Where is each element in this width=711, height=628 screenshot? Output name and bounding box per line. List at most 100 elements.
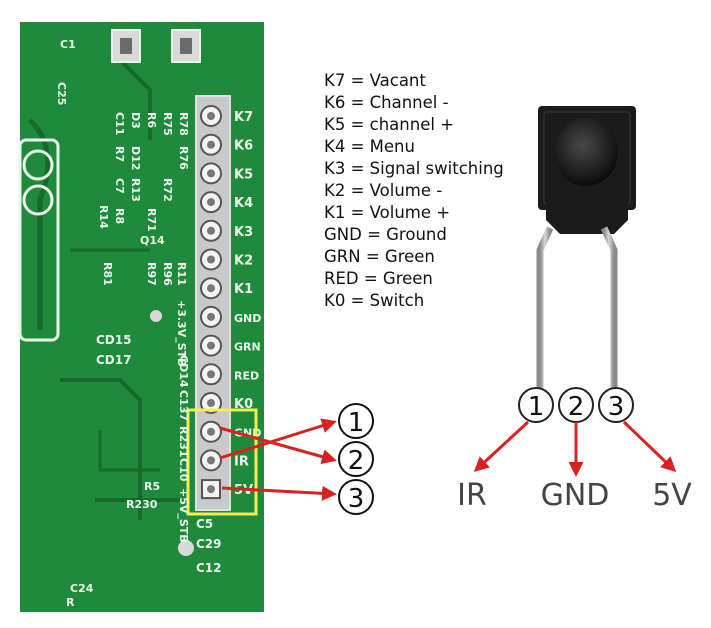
silkscreen-label: +3.3V_STB [175,300,188,367]
header-pin-hole [207,341,215,350]
silkscreen-label: C24 [70,582,94,595]
silkscreen-label: C12 [196,561,222,575]
ir-receiver-lens [554,118,618,186]
arrow-pin-to-callout-1 [219,418,337,460]
silkscreen-label: R8 [113,208,126,224]
header-pin-hole [207,427,215,436]
header-pin-label: K0 [234,397,253,412]
sensor-pin-circle-3 [598,387,634,423]
pcb-board: K7K6K5K4K3K2K1GNDGRNREDK0GNDIR5V C1C25D3… [18,22,264,612]
trace [118,58,152,140]
header-strip [195,95,231,511]
silkscreen-label: R230 [126,498,158,511]
silkscreen-label: R72 [161,178,174,202]
header-pin-label: K5 [234,167,253,182]
silkscreen-label: C7 [113,178,126,194]
arrow-pin-to-callout-2 [219,426,337,464]
legend-line: K1 = Volume + [324,203,451,222]
arrow-5v [622,420,677,473]
header-pin-hole [207,485,215,494]
silkscreen-label: D12 [129,146,142,170]
sensor-pin-number-1: 1 [528,392,545,422]
connector-hole [120,38,132,54]
silkscreen-label: R13 [129,178,142,202]
trace [98,430,160,472]
header-pin-hole [207,399,215,407]
silkscreen-label: R71 [145,208,158,232]
legend-line: K0 = Switch [324,291,425,310]
arrow-pin-to-callout-3 [221,485,337,501]
header-pin-label: GND [234,312,261,325]
silkscreen-label: C137 [177,390,190,421]
pin-label-5v: 5V [652,478,692,513]
legend-line: K6 = Channel - [324,93,449,112]
silkscreen-label: C11 [113,112,126,135]
legend-line: GND = Ground [324,225,447,244]
pin-label-ir: IR [457,478,487,513]
header-pin-hole [207,456,215,465]
silkscreen-label: C10 [177,458,190,482]
header-pin-hole [207,226,215,235]
silkscreen-label: R5 [144,480,160,493]
display-segment [22,149,54,181]
silkscreen-label: R11 [175,262,188,286]
trace [28,118,51,330]
callout-number-1: 1 [348,408,365,438]
header-pin-hole [207,284,215,293]
silkscreen-label: R81 [101,262,114,286]
header-pin-label: K7 [234,110,253,125]
header-pins: K7K6K5K4K3K2K1GNDGRNREDK0GNDIR5V [200,105,261,500]
display-segment [22,184,54,216]
header-pin-hole [207,370,215,379]
silkscreen-label: R231 [177,426,190,457]
silkscreen-label: R [66,596,75,609]
header-pin-label: K6 [234,139,253,154]
sensor-pin-number-2: 2 [568,392,585,422]
sensor-arrows [473,420,677,477]
silkscreen-label: CD15 [96,333,131,347]
sensor-pin-number-3: 3 [608,392,625,422]
ir-leg-1 [536,226,554,390]
header-pin-hole [207,255,215,264]
callout-circle-2 [338,441,374,477]
header-pin-label: IR [234,454,249,469]
callout-number-2: 2 [348,446,365,476]
silkscreen-label: R6 [145,112,158,128]
header-pin-label: RED [234,369,259,382]
legend-line: K3 = Signal switching [324,159,504,178]
highlight-box [186,408,258,516]
legend-line: GRN = Green [324,247,435,266]
header-pin-hole [207,312,215,321]
legend-line: RED = Green [324,269,433,288]
pin-legend: K7 = Vacant K6 = Channel - K5 = channel … [324,70,504,312]
callout-arrows [219,418,337,501]
header-pin-label: GRN [234,341,261,354]
header-pin-hole [207,140,215,149]
silkscreen-label: R96 [161,262,174,286]
silkscreen-label: C29 [196,537,222,551]
sensor-pin-circle-1 [518,387,554,423]
via [178,540,194,556]
legend-line: K7 = Vacant [324,71,426,90]
silkscreen-label: C5 [196,517,213,531]
ir-receiver-base [546,200,628,234]
pin-label-gnd: GND [541,478,610,513]
legend-line: K4 = Menu [324,137,415,156]
sensor-pins: 1 2 3 [518,387,634,423]
silkscreen-label: R75 [161,112,174,136]
header-pin-hole [207,169,215,178]
header-pin-label: K3 [234,225,253,240]
ir-receiver [536,106,636,390]
silkscreen-label: +5V_STB [177,488,190,543]
callouts: 1 2 3 [338,403,374,515]
silkscreen-label: D3 [129,112,142,129]
header-pin-hole [207,198,215,207]
silkscreen-label: CD17 [96,353,131,367]
header-pin-label: K1 [234,282,253,297]
legend-line: K5 = channel + [324,115,454,134]
silkscreen-label: R76 [177,146,190,170]
legend-line: K2 = Volume - [324,181,443,200]
silkscreen-label: Q14 [140,234,165,247]
